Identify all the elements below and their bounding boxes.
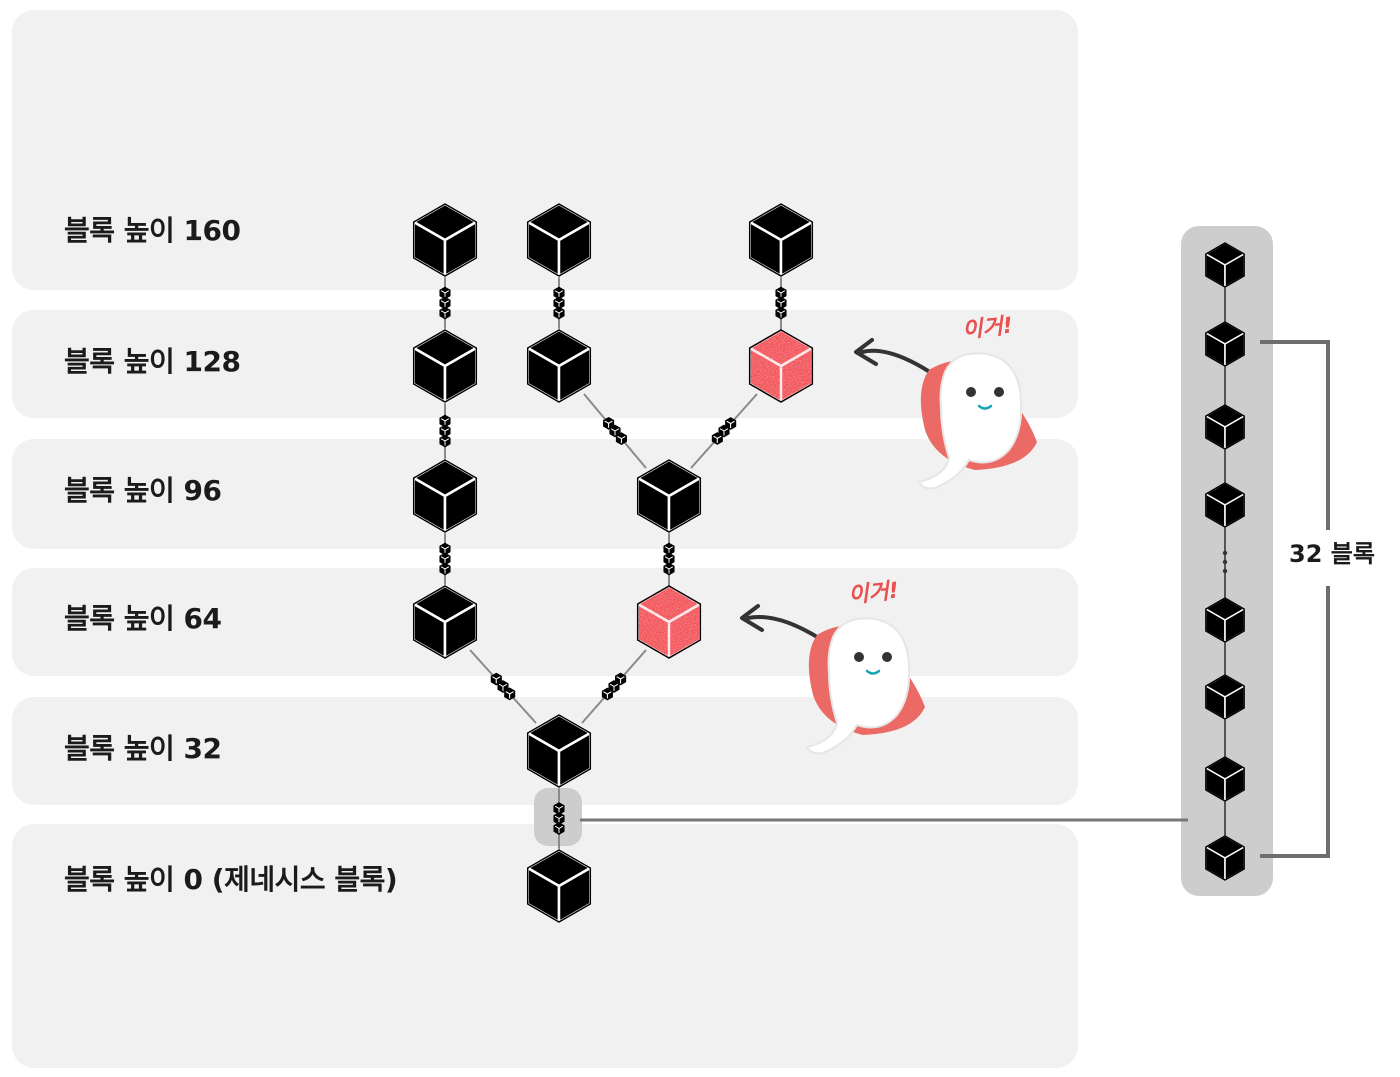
ghost-upper — [917, 352, 1037, 490]
ghost-lower — [805, 617, 925, 755]
block-h32 — [526, 713, 592, 789]
side-block-6 — [1205, 674, 1245, 720]
link-mini-block — [608, 680, 620, 693]
link-mini-block — [603, 416, 615, 430]
side-chain-panel — [1181, 226, 1273, 896]
row-label-0: 블록 높이 0 (제네시스 블록) — [64, 863, 398, 896]
row-band-96 — [12, 439, 1078, 549]
link-64-32-a — [469, 649, 537, 724]
row-label-128: 블록 높이 128 — [64, 345, 241, 378]
callout-lower: 이거! — [847, 578, 900, 609]
link-mini-block — [439, 562, 451, 576]
side-ellipsis-dot — [1222, 568, 1228, 574]
link-mini-block — [553, 306, 565, 320]
link-128-96-c — [690, 393, 758, 469]
side-ellipsis-dot — [1222, 550, 1228, 556]
block-h96-b — [636, 458, 702, 534]
link-160-128-c — [775, 276, 787, 330]
row-label-64: 블록 높이 64 — [64, 602, 222, 635]
link-128-96-a — [439, 402, 451, 460]
side-block-1 — [1205, 242, 1245, 288]
link-mini-block — [439, 434, 451, 448]
link-mini-block — [601, 687, 613, 701]
link-96-64-a — [439, 532, 451, 586]
link-160-128-b — [553, 276, 565, 330]
side-block-5 — [1205, 597, 1245, 643]
row-label-160: 블록 높이 160 — [64, 214, 241, 247]
callout-upper: 이거! — [961, 313, 1014, 344]
block-h64-b — [636, 584, 702, 660]
side-block-8 — [1205, 835, 1245, 881]
link-mini-block — [615, 672, 627, 686]
link-mini-block — [553, 822, 565, 835]
block-h64-a — [412, 584, 478, 660]
span-label: 32 블록 — [1287, 537, 1377, 571]
link-mini-block — [609, 424, 621, 438]
link-32-0 — [553, 787, 565, 850]
row-label-96: 블록 높이 96 — [64, 474, 222, 507]
arrow-lower-head — [740, 604, 764, 632]
side-block-4 — [1205, 482, 1245, 528]
link-mini-block — [615, 432, 627, 446]
link-mini-block — [775, 306, 787, 320]
link-96-64-b — [663, 532, 675, 586]
block-h160-a — [412, 202, 478, 278]
link-160-128-a — [439, 276, 451, 330]
block-h160-b — [526, 202, 592, 278]
arrow-lower — [746, 615, 824, 642]
block-h160-c — [748, 202, 814, 278]
arrow-upper — [860, 348, 938, 378]
link-mini-block — [663, 562, 675, 576]
link-mini-block — [718, 424, 730, 438]
side-block-3 — [1205, 404, 1245, 450]
block-h128-c — [748, 328, 814, 404]
block-h128-b — [526, 328, 592, 404]
span-bracket — [1260, 340, 1330, 858]
side-block-7 — [1205, 756, 1245, 802]
block-h0-genesis — [526, 848, 592, 924]
block-nodes — [412, 202, 1245, 924]
side-ellipsis-dot — [1222, 559, 1228, 565]
block-h96-a — [412, 458, 478, 534]
block-h128-a — [412, 328, 478, 404]
row-label-32: 블록 높이 32 — [64, 732, 222, 765]
link-64-32-b — [581, 649, 647, 724]
link-mini-block — [504, 687, 516, 701]
link-mini-block — [725, 417, 737, 430]
link-mini-block — [439, 306, 451, 320]
arrow-upper-head — [854, 338, 878, 366]
link-128-96-b — [583, 393, 647, 469]
side-block-2 — [1205, 321, 1245, 367]
link-mini-block — [711, 432, 723, 445]
